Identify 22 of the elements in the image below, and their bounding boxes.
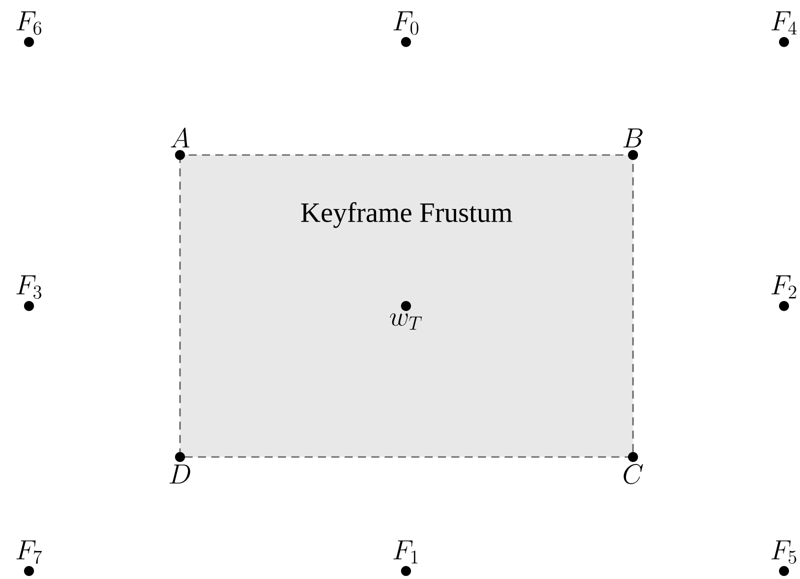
node-label: $A$: [170, 128, 190, 148]
labeled-point: $F_1$: [393, 540, 418, 576]
labeled-point: $F_4$: [771, 11, 797, 47]
node-label: $F_3$: [16, 275, 42, 299]
node-label: $F_7$: [16, 540, 42, 564]
node-label: $B$: [623, 128, 643, 148]
node-label: $F_1$: [393, 540, 418, 564]
node-label: $w_T$: [390, 313, 422, 330]
node-label: $F_6$: [16, 11, 42, 35]
node-label: $F_0$: [393, 11, 418, 35]
node-label: $F_5$: [771, 540, 796, 564]
labeled-point: $F_2$: [771, 275, 796, 311]
node-label: $C$: [624, 464, 643, 484]
labeled-point: $F_7$: [16, 540, 42, 576]
labeled-point: $F_0$: [393, 11, 418, 47]
labeled-point: $w_T$: [390, 301, 422, 330]
node-label: $F_2$: [771, 275, 796, 298]
labeled-point: $F_3$: [16, 275, 42, 311]
labeled-point: $F_5$: [771, 540, 796, 576]
node-label: $F_4$: [771, 11, 797, 34]
node-label: $D$: [170, 464, 190, 484]
labeled-point: $F_6$: [16, 11, 42, 47]
